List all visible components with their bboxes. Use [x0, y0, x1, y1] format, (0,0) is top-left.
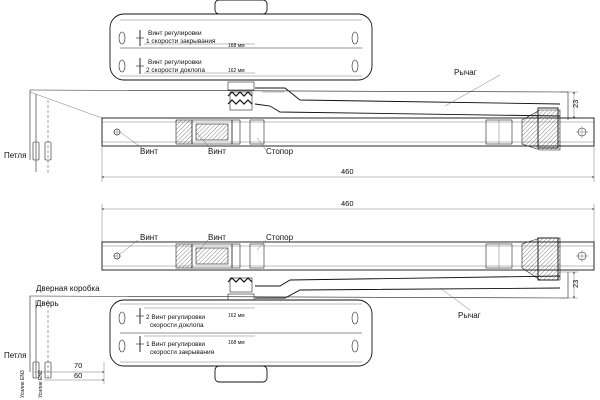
- bottom-stopper-label: Стопор: [266, 233, 294, 242]
- top-screw-left-label: Винт: [140, 147, 158, 156]
- top-stopper-label: Стопор: [266, 147, 294, 156]
- top-screw2-dim: 162 мм: [228, 68, 245, 74]
- closer-body-bottom: [109, 299, 373, 383]
- top-length-dim: 460: [341, 167, 354, 176]
- bottom-lever-arm: [255, 275, 561, 299]
- bottom-screw2-label-line1: 2 Винт регулировки: [146, 314, 205, 321]
- bottom-hinge-label: Петля: [4, 351, 26, 360]
- top-screw-mid-label: Винт: [208, 147, 226, 156]
- top-screw1-label-line2: 1 скорости закрывания: [146, 38, 216, 45]
- bottom-hinge-icon: [32, 300, 52, 380]
- bottom-screw2-label-line2: скорости доклопа: [150, 322, 204, 329]
- top-lever-arm: [254, 87, 561, 117]
- bottom-screw-mid-label: Винт: [208, 233, 226, 242]
- axis-en3-label: Усилие EN3: [20, 370, 26, 398]
- top-screw1-label-line1: Винт регулировки: [148, 30, 202, 37]
- top-hinge-icon: [32, 100, 52, 175]
- bottom-screw-left-label: Винт: [140, 233, 158, 242]
- top-lever-offset: 23: [571, 100, 580, 108]
- bottom-screw2-dim: 162 мм: [228, 313, 245, 319]
- door-label: Дверь: [36, 299, 59, 308]
- dim-60: 60: [74, 371, 82, 380]
- top-screw1-dim: 168 мм: [228, 43, 245, 49]
- top-screw2-label-line1: Винт регулировки: [148, 59, 202, 66]
- top-pinion-icon: [227, 81, 255, 111]
- axis-en2-label: Усилие EN2: [38, 370, 44, 398]
- bottom-lever-label: Рычаг: [458, 311, 481, 320]
- top-mounting-plate: [101, 107, 595, 151]
- closer-body-top: [109, 0, 373, 81]
- top-assembly: Винт регулировки 1 скорости закрывания 1…: [4, 0, 595, 182]
- top-hinge-label: Петля: [4, 151, 26, 160]
- bottom-screw1-label-line2: скорости закрывания: [150, 349, 215, 356]
- bottom-assembly: 460 Винт Винт Стопор: [4, 199, 595, 398]
- dim-70: 70: [74, 361, 82, 370]
- bottom-mounting-plate: [101, 237, 595, 281]
- top-screw2-label-line2: 2 скорости доклопа: [146, 67, 205, 74]
- bottom-length-dim: 460: [341, 199, 354, 208]
- bottom-lever-offset: 23: [571, 280, 580, 288]
- top-lever-label: Рычаг: [454, 68, 477, 77]
- bottom-screw1-label-line1: 1 Винт регулировки: [146, 341, 205, 348]
- bottom-screw1-dim: 168 мм: [228, 340, 245, 346]
- door-frame-label: Дверная коробка: [36, 284, 100, 293]
